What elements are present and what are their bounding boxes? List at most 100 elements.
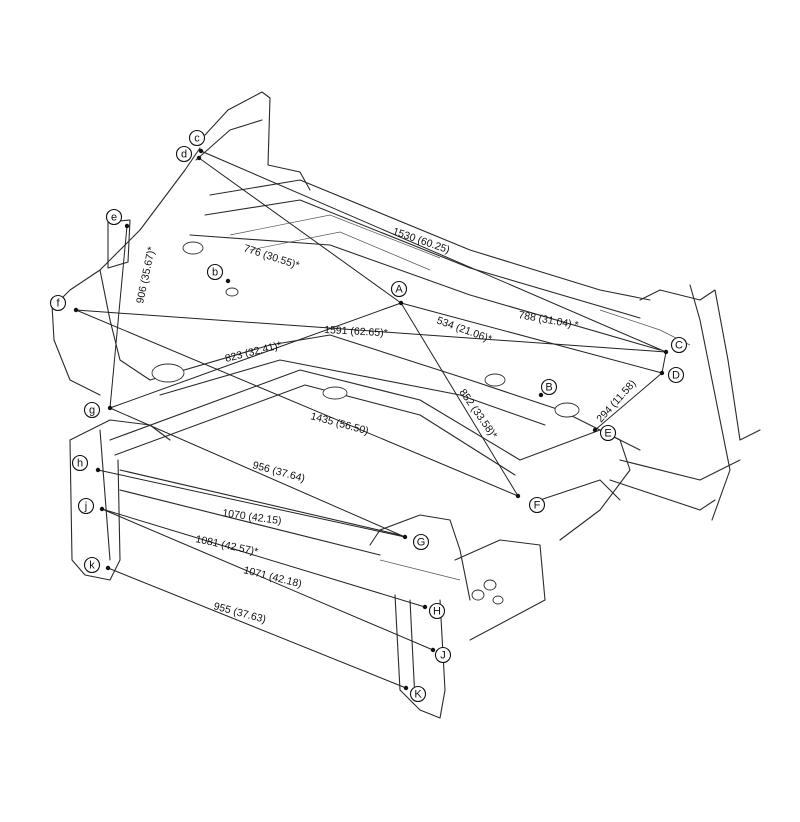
point-marker-c: c xyxy=(188,129,206,154)
measurement-line-A-F xyxy=(400,302,519,497)
measurement-line-f-C xyxy=(75,309,667,353)
measurement-line-f-F xyxy=(75,309,519,497)
point-marker-f: f xyxy=(49,294,79,313)
measurement-1435: 1435 (56.50) xyxy=(309,410,370,437)
measurement-1071: 1071 (42.18) xyxy=(242,564,303,590)
point-circle-b xyxy=(206,263,224,281)
point-circle-k xyxy=(83,556,101,574)
point-label-g: g xyxy=(89,405,95,417)
point-marker-C: C xyxy=(663,336,688,355)
point-label-E: E xyxy=(604,428,611,440)
point-dot-b xyxy=(225,278,231,284)
measurement-line-k-K xyxy=(107,567,407,689)
point-label-d: d xyxy=(181,149,187,161)
point-label-A: A xyxy=(395,284,403,296)
point-dot-A xyxy=(398,300,404,306)
measurement-lines xyxy=(75,150,667,689)
point-dot-h xyxy=(95,467,101,473)
point-circle-F xyxy=(528,496,546,514)
measurement-294: 294 (11.58) xyxy=(594,378,638,425)
point-label-c: c xyxy=(194,133,200,145)
point-marker-h: h xyxy=(71,454,101,473)
point-dot-J xyxy=(430,647,436,653)
point-marker-g: g xyxy=(83,401,113,419)
point-label-b: b xyxy=(212,267,218,279)
point-circle-f xyxy=(49,294,67,312)
point-label-H: H xyxy=(433,606,441,618)
measurement-1591: 1591 (62.65)* xyxy=(324,324,388,339)
body-structure-art xyxy=(51,91,761,719)
measurement-906: 906 (35.67)* xyxy=(134,246,158,305)
point-circle-G xyxy=(412,533,430,551)
point-dot-g xyxy=(107,405,113,411)
measurement-956: 956 (37.64) xyxy=(251,459,306,484)
point-dot-D xyxy=(659,370,665,376)
measurement-line-j-J xyxy=(101,508,434,651)
point-dot-f xyxy=(73,307,79,313)
point-marker-d: d xyxy=(175,145,202,163)
point-dot-c xyxy=(198,148,204,154)
measurement-823: 823 (32.41)* xyxy=(224,339,283,365)
point-label-h: h xyxy=(77,458,83,470)
point-label-f: f xyxy=(56,298,60,310)
point-marker-k: k xyxy=(83,556,111,574)
measurement-534: 534 (21.06)* xyxy=(435,315,493,346)
measurement-line-c-C xyxy=(200,150,667,353)
point-dot-G xyxy=(402,534,408,540)
point-marker-B: B xyxy=(538,378,558,398)
measurement-955: 955 (37.63) xyxy=(212,600,267,625)
measurement-line-e-g xyxy=(109,225,128,409)
point-marker-F: F xyxy=(515,493,546,514)
point-circle-A xyxy=(390,280,408,298)
point-circle-D xyxy=(667,366,685,384)
point-marker-E: E xyxy=(592,424,617,442)
measurement-line-g-G xyxy=(109,407,406,538)
point-dot-k xyxy=(105,565,111,571)
measurement-line-D-E xyxy=(594,372,663,431)
measurement-788: 788 (31.04) * xyxy=(517,309,579,331)
point-circle-g xyxy=(83,401,101,419)
measurement-776: 776 (30.55)* xyxy=(242,242,301,271)
point-label-F: F xyxy=(534,500,541,512)
point-marker-D: D xyxy=(659,366,685,384)
point-label-G: G xyxy=(417,537,426,549)
point-marker-b: b xyxy=(206,263,231,284)
point-circle-C xyxy=(670,336,688,354)
point-label-K: K xyxy=(414,689,422,701)
point-dot-e xyxy=(124,223,130,229)
measurement-line-j-H xyxy=(101,508,426,608)
point-circle-d xyxy=(175,145,193,163)
measurement-1070: 1070 (42.15) xyxy=(222,507,283,527)
point-dot-E xyxy=(592,427,598,433)
measurement-labels: 1530 (60.25) 776 (30.55)* 906 (35.67)* 5… xyxy=(134,225,638,625)
point-dot-j xyxy=(99,506,105,512)
point-dot-C xyxy=(663,349,669,355)
point-circle-e xyxy=(105,208,123,226)
point-dot-d xyxy=(196,155,202,161)
measurement-line-g-A xyxy=(109,302,402,409)
point-circle-c xyxy=(188,129,206,147)
point-marker-H: H xyxy=(422,602,446,620)
point-label-B: B xyxy=(545,382,552,394)
point-label-J: J xyxy=(440,650,446,662)
point-label-C: C xyxy=(675,340,683,352)
reference-points: A B C D E F G H J Kcd e b f g h j k xyxy=(49,129,688,703)
point-label-D: D xyxy=(672,370,680,382)
measurement-line-h-G xyxy=(97,469,406,538)
point-dot-H xyxy=(422,604,428,610)
point-label-j: j xyxy=(84,501,87,513)
point-circle-K xyxy=(409,685,427,703)
point-circle-J xyxy=(434,646,452,664)
measurement-line-d-A xyxy=(198,157,402,304)
point-circle-j xyxy=(77,497,95,515)
point-dot-B xyxy=(538,392,544,398)
point-dot-K xyxy=(403,685,409,691)
point-circle-B xyxy=(540,378,558,396)
point-dot-F xyxy=(515,493,521,499)
measurement-line-A-D xyxy=(400,302,663,374)
point-label-e: e xyxy=(111,212,117,224)
point-circle-h xyxy=(71,454,89,472)
measurement-852: 852 (33.58)* xyxy=(457,387,500,441)
point-marker-J: J xyxy=(430,646,452,664)
